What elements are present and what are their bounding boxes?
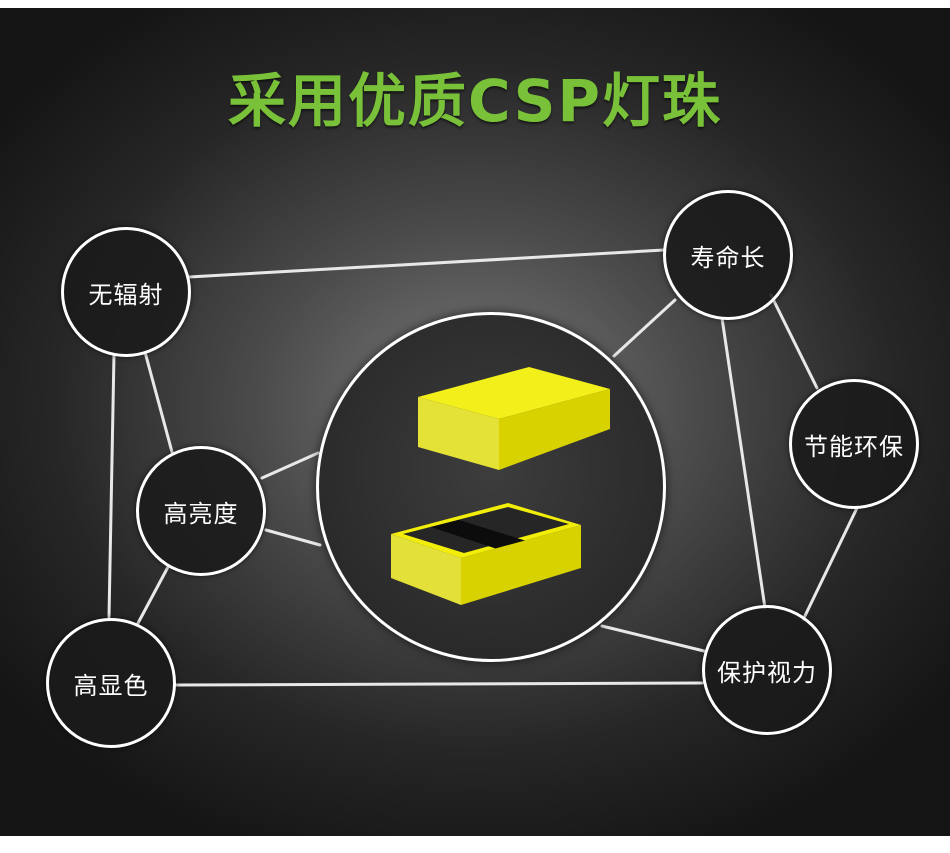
node-high-color-rendering: 高显色 bbox=[46, 618, 176, 748]
page-title: 采用优质CSP灯珠 bbox=[228, 67, 722, 135]
link-eye-center bbox=[600, 624, 706, 653]
link-brightness-color bbox=[135, 565, 170, 627]
node-no-radiation-label: 无辐射 bbox=[88, 280, 164, 309]
link-long-life-center bbox=[612, 298, 677, 358]
node-eye-protection: 保护视力 bbox=[702, 605, 832, 735]
upper-chip-icon bbox=[418, 367, 610, 470]
node-high-brightness-label: 高亮度 bbox=[163, 499, 239, 528]
node-long-life-label: 寿命长 bbox=[690, 243, 766, 272]
link-no-radiation-long-life bbox=[187, 248, 666, 279]
node-eye-protection-label: 保护视力 bbox=[717, 658, 817, 687]
link-long-life-eco bbox=[769, 293, 819, 390]
node-high-color-rendering-label: 高显色 bbox=[73, 671, 149, 700]
node-no-radiation: 无辐射 bbox=[61, 227, 191, 357]
link-no-radiation-color bbox=[107, 352, 116, 619]
link-brightness-center-top bbox=[260, 451, 320, 480]
link-brightness-center-bottom bbox=[264, 528, 322, 547]
node-long-life: 寿命长 bbox=[663, 190, 793, 320]
node-eco-friendly-label: 节能环保 bbox=[804, 432, 904, 461]
link-eco-eye bbox=[801, 506, 859, 622]
center-circle bbox=[316, 312, 666, 662]
node-high-brightness: 高亮度 bbox=[136, 446, 266, 576]
node-eco-friendly: 节能环保 bbox=[789, 379, 919, 509]
csp-led-chip-icon bbox=[391, 367, 610, 605]
link-color-eye bbox=[174, 681, 704, 687]
link-no-radiation-brightness bbox=[143, 350, 174, 454]
lower-chip-icon bbox=[391, 503, 581, 605]
link-long-life-eye bbox=[720, 316, 767, 610]
